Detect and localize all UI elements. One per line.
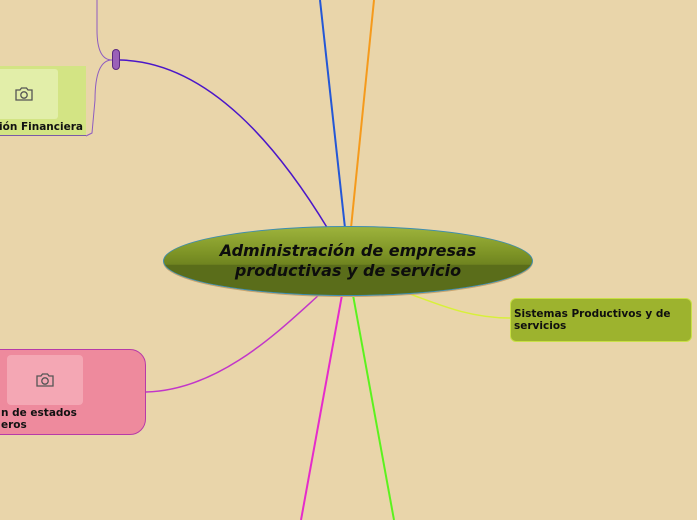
camera-icon — [36, 373, 54, 387]
branch-line-magenta — [300, 294, 343, 520]
branch-line-blue — [319, 0, 346, 229]
camera-icon — [15, 87, 33, 101]
branch-line-green — [352, 294, 395, 520]
topic-sistemas-productivos[interactable]: Sistemas Productivos y de servicios — [510, 298, 692, 342]
topic-financiera[interactable]: ción Financiera — [0, 66, 86, 136]
branch-line-orange — [350, 0, 375, 229]
topic-label: Sistemas Productivos y de servicios — [514, 308, 671, 332]
branch-line-yellow-green — [409, 293, 511, 319]
topic-label: n de estados eros — [1, 407, 121, 431]
branch-line-purple — [119, 59, 329, 230]
sub-branch-line-top — [96, 0, 113, 61]
topic-label: ción Financiera — [0, 121, 83, 133]
sub-branch-line-fin — [85, 59, 113, 137]
image-placeholder — [0, 69, 58, 119]
image-placeholder — [7, 355, 83, 405]
topic-estados-financieros[interactable]: n de estados eros — [0, 349, 146, 435]
central-topic-title: Administración de empresas productivas y… — [219, 241, 477, 280]
topic-label-line: n de estados — [1, 407, 77, 419]
branch-line-pink-purple — [145, 293, 321, 393]
central-topic[interactable]: Administración de empresas productivas y… — [163, 226, 533, 296]
collapse-toggle[interactable] — [112, 49, 120, 70]
topic-label-line: eros — [1, 419, 27, 431]
